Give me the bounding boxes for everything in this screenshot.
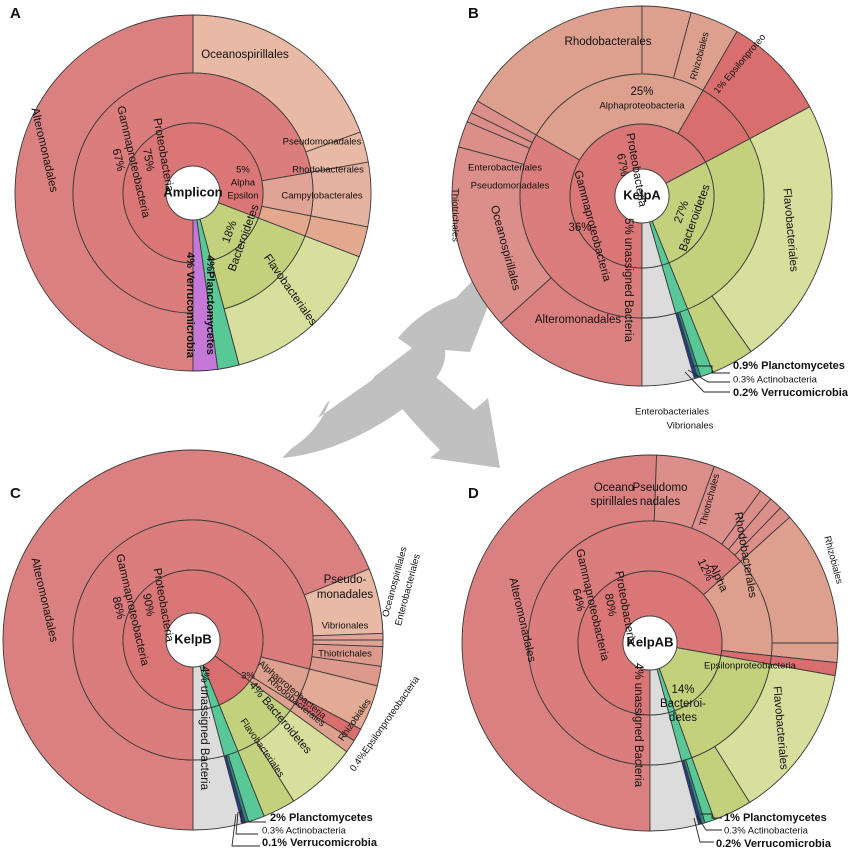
panel-letter: C xyxy=(10,485,21,502)
segment-label: Pseudomonadales xyxy=(283,137,362,148)
segment-label: 4% unassigned Bacteria xyxy=(198,666,210,791)
leader-line xyxy=(687,369,730,383)
segment-label: 75% xyxy=(140,148,156,173)
segment-label: 67% xyxy=(614,153,630,178)
segment-label: Enterobacteriales xyxy=(635,407,709,418)
segment-label: 1% Planctomycetes xyxy=(724,812,827,824)
center-label: KelpA xyxy=(623,187,661,202)
center-label: Amplicon xyxy=(163,184,222,199)
segment-label: Pseudo- xyxy=(324,574,367,586)
segment-label: 5% unassigned Bacteria xyxy=(622,218,634,343)
segment-label: 14% xyxy=(671,684,694,696)
segment-label: 80% xyxy=(602,593,618,618)
segment-label: Oceanospirillales xyxy=(201,49,289,61)
segment-label: Vibrionales xyxy=(667,421,714,432)
center-hole xyxy=(622,615,678,671)
segment-label: nadales xyxy=(640,496,681,508)
arrow-to-c xyxy=(282,288,495,458)
segment-label: Epsilon xyxy=(227,191,258,202)
center-label: KelpB xyxy=(174,631,212,646)
segment-label: 25% xyxy=(630,86,653,98)
segment-label: 0.3% Actinobacteria xyxy=(262,826,347,837)
segment-label: 0.1% Verrucomicrobia xyxy=(262,837,378,848)
center-label: KelpAB xyxy=(627,634,674,649)
segment-label: 0.9% Planctomycetes xyxy=(733,360,845,372)
segment-label: Oceano xyxy=(594,482,634,494)
leader-line xyxy=(684,371,730,393)
leader-line xyxy=(693,365,730,374)
panel-letter: B xyxy=(468,5,479,22)
leader-line xyxy=(235,811,258,835)
segment-label: 0.3% Actinobacteria xyxy=(733,375,818,386)
center-hole xyxy=(165,612,221,668)
leader-line xyxy=(231,813,260,847)
segment-label: spirillales xyxy=(590,496,638,508)
segment-label: 0.3% Actinobacteria xyxy=(724,826,809,837)
segment-label: 3% xyxy=(241,671,255,682)
leader-line xyxy=(240,810,266,823)
segment-label: 2% Planctomycetes xyxy=(270,812,373,824)
krona-panel-a: AAmpliconAlteromonadalesOceanospirillale… xyxy=(10,5,372,372)
segment-label: Thiotrichales xyxy=(318,649,372,660)
segment-label: Epsilonproteobacteria xyxy=(704,661,797,672)
segment-label: 4% unassigned Bacteria xyxy=(632,663,644,788)
center-hole xyxy=(614,168,670,224)
leader-line xyxy=(696,815,722,831)
segment-label: detes xyxy=(669,712,697,724)
arrow-to-d xyxy=(380,356,500,468)
segment-label: 0.2% Verrucomicrobia xyxy=(716,838,832,848)
segment-label: Pseudomonadales xyxy=(471,181,550,192)
segment-label: monadales xyxy=(317,589,374,601)
leader-line xyxy=(693,817,714,843)
segment-label: Bacteroi- xyxy=(660,698,706,710)
segment-label: Alphaproteobacteria xyxy=(599,101,685,112)
segment-label: Campylobacterales xyxy=(281,191,363,202)
segment-label: 86% xyxy=(110,595,127,620)
segment-label: Pseudomo xyxy=(633,482,688,494)
segment-label: 67% xyxy=(110,147,127,172)
segment-label: 0.2% Verrucomicrobia xyxy=(733,387,849,399)
panel-letter: D xyxy=(468,485,479,502)
segment-label: Enterobacteriales xyxy=(468,163,542,174)
center-hole xyxy=(165,165,221,221)
panel-letter: A xyxy=(10,5,21,22)
leader-line xyxy=(700,813,722,819)
segment-label: 64% xyxy=(570,587,587,612)
segment-label: Alteromonadales xyxy=(535,314,622,326)
segment-label: Rhodobacterales xyxy=(565,36,652,48)
segment-label: 36% xyxy=(568,222,591,234)
segment-label: 4%Planctomycetes xyxy=(204,255,216,355)
segment-label: 90% xyxy=(140,593,156,618)
segment-label: 5% xyxy=(236,165,250,176)
segment-label: Vibrionales xyxy=(322,621,369,632)
segment-label: Alpha xyxy=(231,178,256,189)
segment-label: 4% Verrucomicrobia xyxy=(184,252,196,359)
segment-label: Thiotrichales xyxy=(449,188,460,242)
segment-label: Rhodobacterales xyxy=(292,165,364,176)
